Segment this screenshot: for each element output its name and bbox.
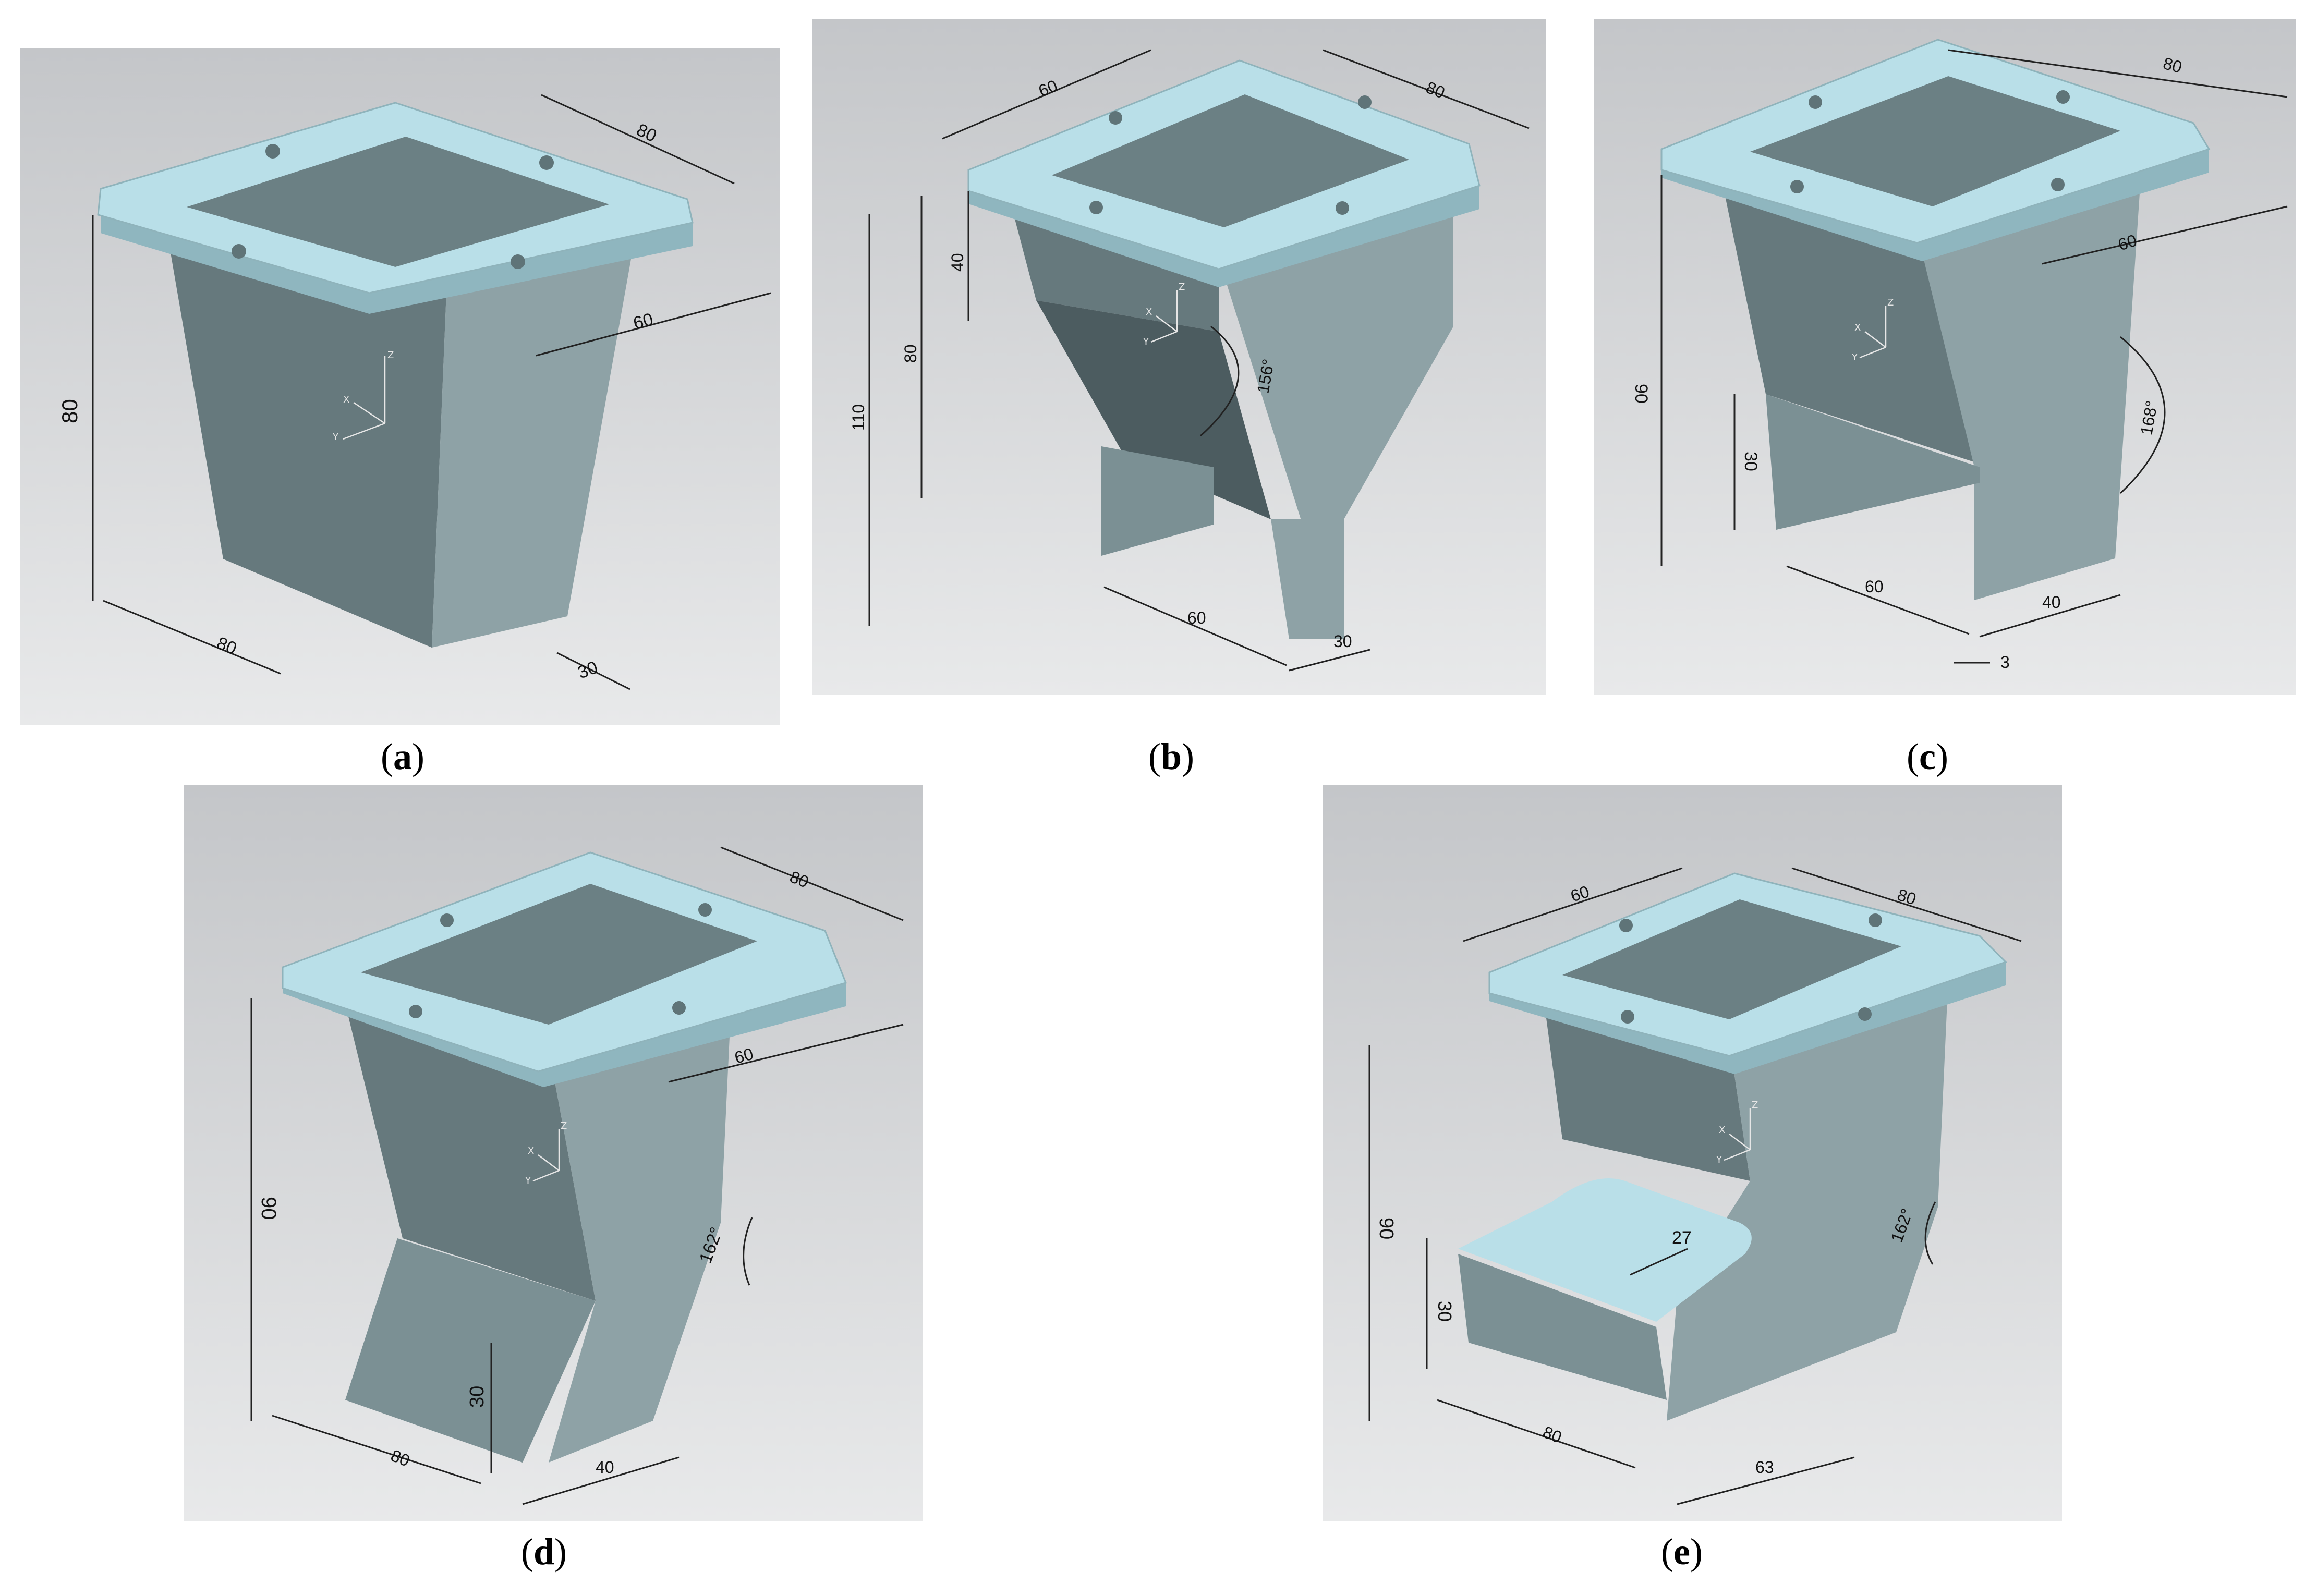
svg-text:27: 27 <box>1672 1228 1692 1248</box>
svg-text:90: 90 <box>1375 1217 1397 1239</box>
svg-text:80: 80 <box>787 867 811 892</box>
wall-left <box>166 225 447 648</box>
panel-b: Z Y X 60 80 40 80 110 156° 60 30 <box>812 19 1546 695</box>
caption-a: (a) <box>381 736 424 777</box>
svg-text:110: 110 <box>849 404 868 431</box>
svg-text:30: 30 <box>1333 632 1352 651</box>
panel-e: Z Y X 60 80 90 27 162° 30 80 63 <box>1323 785 2062 1521</box>
svg-text:Y: Y <box>1716 1154 1722 1165</box>
svg-text:60: 60 <box>1187 608 1206 627</box>
svg-text:90: 90 <box>257 1197 280 1220</box>
svg-text:80: 80 <box>1423 78 1447 102</box>
dim-height: 80 <box>57 399 82 423</box>
caption-b: (b) <box>1148 736 1194 777</box>
svg-text:3: 3 <box>2000 653 2010 672</box>
caption-d: (d) <box>520 1531 567 1573</box>
chute-slope <box>1036 300 1271 519</box>
panel-c: Z Y X 80 60 90 30 168° 60 40 3 <box>1594 19 2296 695</box>
svg-text:40: 40 <box>2042 593 2061 612</box>
svg-text:X: X <box>1854 322 1861 333</box>
svg-text:Y: Y <box>1851 352 1858 363</box>
svg-text:X: X <box>528 1146 534 1156</box>
hopper-model-a: Z Y X 80 80 60 80 30 <box>57 94 771 690</box>
wall-right <box>432 236 635 648</box>
svg-text:30: 30 <box>466 1386 488 1408</box>
svg-text:80: 80 <box>1895 885 1919 908</box>
svg-text:80: 80 <box>1540 1422 1564 1447</box>
svg-text:30: 30 <box>1741 452 1761 471</box>
svg-text:Y: Y <box>1143 336 1149 347</box>
coordinate-triad: Z Y X <box>332 350 394 443</box>
dim-bottom-width: 30 <box>575 657 601 683</box>
svg-text:X: X <box>1146 307 1152 318</box>
svg-text:80: 80 <box>901 344 920 363</box>
caption-e: (e) <box>1661 1531 1703 1573</box>
curved-transition <box>1458 1178 1752 1322</box>
svg-text:Z: Z <box>1179 282 1185 293</box>
hopper-model-d: Z Y X 80 60 90 162° 30 80 40 <box>250 846 904 1505</box>
panel-d: Z Y X 80 60 90 162° 30 80 40 <box>184 785 923 1521</box>
svg-text:60: 60 <box>1865 577 1884 596</box>
svg-text:Y: Y <box>332 432 339 443</box>
caption-c: (c) <box>1907 736 1948 777</box>
opening <box>187 137 609 267</box>
svg-text:Z: Z <box>561 1120 567 1131</box>
svg-text:40: 40 <box>948 253 967 272</box>
svg-text:Y: Y <box>525 1175 531 1186</box>
dim-top-depth: 80 <box>634 120 660 146</box>
svg-text:X: X <box>343 394 349 405</box>
svg-text:168°: 168° <box>2137 399 2161 436</box>
hopper-model-c: Z Y X 80 60 90 30 168° 60 40 3 <box>1631 39 2288 672</box>
svg-text:X: X <box>1719 1125 1725 1136</box>
svg-text:90: 90 <box>1631 384 1651 404</box>
hopper-model-b: Z Y X 60 80 40 80 110 156° 60 30 <box>849 49 1530 672</box>
hopper-model-e: Z Y X 60 80 90 27 162° 30 80 63 <box>1368 867 2022 1505</box>
svg-text:80: 80 <box>2161 54 2184 77</box>
svg-text:Z: Z <box>1887 297 1894 308</box>
svg-text:40: 40 <box>596 1458 614 1477</box>
svg-text:Z: Z <box>1752 1100 1758 1111</box>
svg-text:Z: Z <box>387 350 394 361</box>
panel-a: Z Y X 80 80 60 80 30 <box>20 48 780 725</box>
svg-text:63: 63 <box>1755 1458 1774 1477</box>
dim-top-width: 60 <box>631 309 655 333</box>
svg-text:80: 80 <box>388 1446 412 1470</box>
svg-text:60: 60 <box>1568 882 1592 905</box>
svg-text:30: 30 <box>1434 1301 1455 1322</box>
svg-text:60: 60 <box>732 1044 755 1067</box>
